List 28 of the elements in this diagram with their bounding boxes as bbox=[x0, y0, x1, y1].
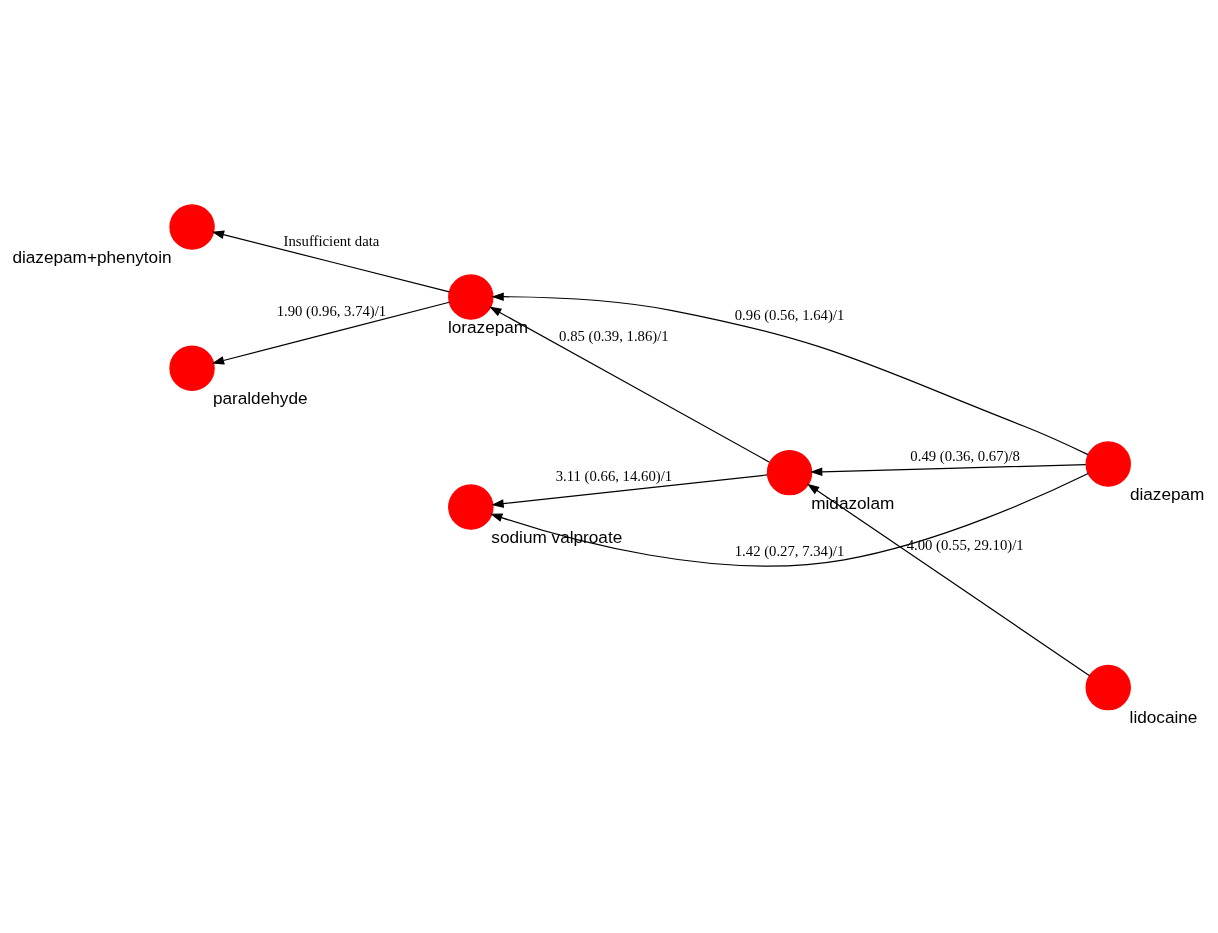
node-label: lorazepam bbox=[447, 316, 529, 337]
arrow bbox=[490, 472, 1089, 567]
arrow bbox=[810, 464, 1087, 477]
edge-label: 1.42 (0.27, 7.34)/1 bbox=[734, 542, 845, 559]
node-circle bbox=[448, 484, 494, 530]
arrow bbox=[489, 306, 771, 463]
node-label: lidocaine bbox=[1129, 707, 1198, 728]
arrow bbox=[807, 483, 1091, 677]
node-circle bbox=[169, 345, 215, 391]
edge-label: 1.90 (0.96, 3.74)/1 bbox=[276, 303, 387, 320]
edge-label: 0.85 (0.39, 1.86)/1 bbox=[559, 327, 669, 344]
node-circle bbox=[169, 204, 215, 250]
node-circle bbox=[448, 274, 494, 320]
node-circle bbox=[1085, 664, 1131, 711]
node-label: diazepam+phenytoin bbox=[12, 246, 172, 267]
node-circle bbox=[1085, 441, 1131, 487]
node-circle bbox=[766, 449, 813, 496]
arrow bbox=[211, 301, 450, 365]
edge-label: 4.00 (0.55, 29.10)/1 bbox=[906, 536, 1024, 553]
edge-label: Insufficient data bbox=[283, 233, 380, 250]
arrow bbox=[491, 292, 1089, 456]
arrow bbox=[211, 230, 450, 293]
edge-label: 3.11 (0.66, 14.60)/1 bbox=[555, 467, 673, 484]
arrow bbox=[491, 474, 768, 508]
edge-label: 0.96 (0.56, 1.64)/1 bbox=[734, 306, 845, 323]
node-label: paraldehyde bbox=[212, 388, 308, 409]
node-label: diazepam bbox=[1129, 483, 1205, 504]
edge-label: 0.49 (0.36, 0.67)/8 bbox=[910, 448, 1020, 465]
